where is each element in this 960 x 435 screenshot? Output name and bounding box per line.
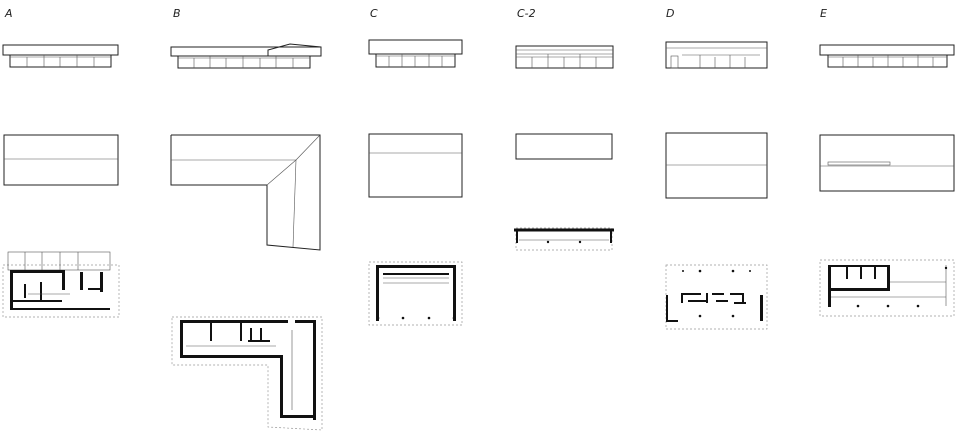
option-b-label: B <box>173 7 181 20</box>
option-d-roof-plan <box>665 132 768 199</box>
option-a: A <box>2 7 120 318</box>
option-c-roof-plan <box>368 133 463 198</box>
option-c-label: C <box>370 7 378 20</box>
option-c2-floor-plan <box>514 227 614 251</box>
option-e-label: E <box>820 7 827 20</box>
option-a-roof-plan <box>3 134 119 186</box>
option-e-elevation <box>819 44 955 68</box>
option-b-floor-plan <box>171 316 323 431</box>
option-c2-label: C-2 <box>517 7 536 20</box>
option-a-elevation <box>2 44 119 68</box>
option-c: C <box>368 7 463 326</box>
option-c-floor-plan <box>368 261 463 326</box>
option-d-floor-plan <box>665 264 768 330</box>
option-a-label: A <box>4 7 13 20</box>
option-d: D <box>665 7 768 330</box>
option-e: E <box>819 7 955 317</box>
option-b-roof-plan <box>170 134 321 251</box>
option-d-label: D <box>666 7 674 20</box>
option-c2: C-2 <box>514 7 614 251</box>
option-b-elevation <box>170 43 322 69</box>
option-d-elevation <box>665 41 768 69</box>
option-e-roof-plan <box>819 134 955 192</box>
option-a-floor-plan <box>2 251 120 318</box>
option-b: B <box>170 7 323 431</box>
option-c-elevation <box>368 39 463 68</box>
option-c2-roof-plan <box>515 133 613 160</box>
option-e-floor-plan <box>819 259 955 317</box>
option-c2-elevation <box>515 45 614 69</box>
